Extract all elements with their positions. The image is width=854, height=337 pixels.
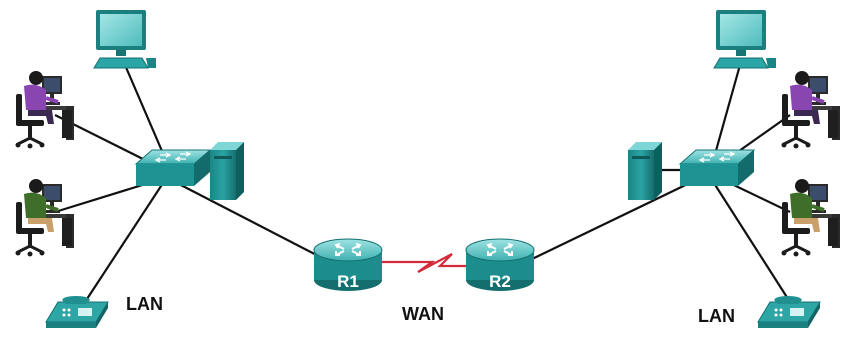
wan-serial-link bbox=[380, 253, 468, 273]
wan-label: WAN bbox=[402, 304, 444, 324]
user-workstation-icon bbox=[14, 71, 76, 150]
lan-right-label: LAN bbox=[698, 306, 735, 326]
link-left-switch-r1 bbox=[174, 181, 331, 263]
switch-icon bbox=[134, 149, 212, 186]
user-workstation-icon bbox=[14, 179, 76, 258]
link-r2-right-switch bbox=[529, 177, 701, 261]
link-right-switch-desktop bbox=[710, 64, 742, 166]
user-workstation-icon bbox=[780, 179, 842, 258]
lan-left-label: LAN bbox=[126, 294, 163, 314]
router-icon bbox=[313, 238, 383, 291]
server-icon bbox=[210, 142, 244, 200]
router-label-r2: R2 bbox=[489, 272, 511, 291]
ip-phone-icon bbox=[45, 296, 109, 328]
link-left-switch-phone bbox=[84, 179, 166, 303]
link-right-switch-phone bbox=[711, 179, 791, 303]
link-left-switch-desktop bbox=[123, 64, 170, 166]
desktop-computer-icon bbox=[713, 10, 776, 69]
router-label-r1: R1 bbox=[337, 272, 359, 291]
server-icon bbox=[628, 142, 662, 200]
ip-phone-icon bbox=[757, 296, 821, 328]
desktop-computer-icon bbox=[93, 10, 156, 69]
user-workstation-icon bbox=[780, 71, 842, 150]
router-icon bbox=[465, 238, 535, 291]
switch-icon bbox=[678, 149, 756, 186]
